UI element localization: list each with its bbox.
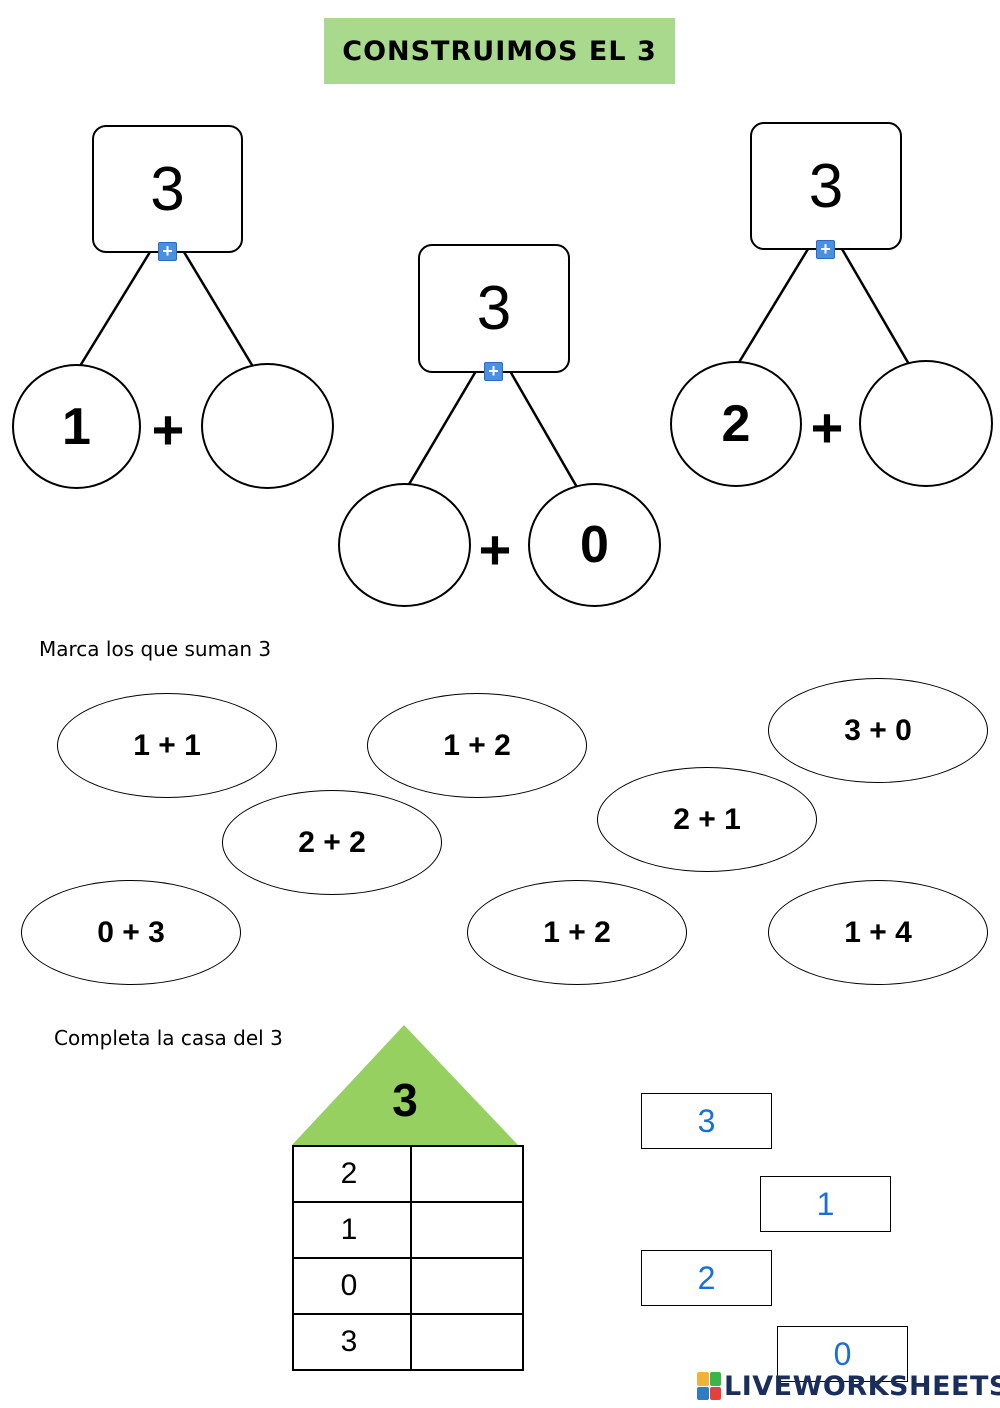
draggable-answer[interactable]: 2 [641, 1250, 772, 1306]
draggable-answer[interactable]: 0 [777, 1326, 908, 1382]
add-handle-icon[interactable]: + [158, 242, 177, 261]
sum-option[interactable]: 1 + 2 [467, 880, 687, 985]
bond-3-whole-box: 3 [750, 122, 902, 250]
liveworksheets-logo: LIVEWORKSHEETS [697, 1370, 1000, 1402]
house-given-number: 1 [292, 1201, 412, 1259]
sum-option[interactable]: 1 + 2 [367, 693, 587, 798]
bond-3-part-right-blank[interactable] [859, 360, 993, 487]
house-given-number: 3 [292, 1313, 412, 1371]
house-blank-cell[interactable] [410, 1201, 524, 1259]
house-row: 1 [292, 1201, 524, 1259]
bond-1-part-right-blank[interactable] [201, 363, 334, 489]
instruction-complete-house: Completa la casa del 3 [54, 1026, 283, 1050]
bond-1-whole-box: 3 [92, 125, 243, 253]
bond-connector-lines [78, 248, 912, 490]
sum-option[interactable]: 3 + 0 [768, 678, 988, 783]
add-handle-icon[interactable]: + [816, 240, 835, 259]
page-title: CONSTRUIMOS EL 3 [324, 18, 675, 84]
house-table: 2 1 0 3 [292, 1145, 524, 1371]
draggable-answer[interactable]: 3 [641, 1093, 772, 1149]
plus-sign: + [151, 398, 185, 461]
bond-2-whole-box: 3 [418, 244, 570, 373]
bond-2-part-right: 0 [528, 483, 661, 607]
logo-text: LIVEWORKSHEETS [724, 1370, 1000, 1402]
sum-option[interactable]: 1 + 4 [768, 880, 988, 985]
house-blank-cell[interactable] [410, 1313, 524, 1371]
house-roof-number: 3 [392, 1074, 418, 1126]
house-given-number: 2 [292, 1145, 412, 1203]
bond-2-part-left-blank[interactable] [338, 483, 471, 607]
add-handle-icon[interactable]: + [484, 362, 503, 381]
bond-3-part-left: 2 [670, 361, 802, 487]
sum-option[interactable]: 1 + 1 [57, 693, 277, 798]
house-blank-cell[interactable] [410, 1145, 524, 1203]
house-row: 2 [292, 1145, 524, 1203]
bond-1-part-left: 1 [12, 364, 141, 489]
plus-sign: + [478, 518, 512, 581]
house-row: 3 [292, 1313, 524, 1371]
house-roof [292, 1025, 518, 1145]
draggable-answer[interactable]: 1 [760, 1176, 891, 1232]
sum-option[interactable]: 2 + 2 [222, 790, 442, 895]
house-row: 0 [292, 1257, 524, 1315]
liveworksheets-logo-icon [697, 1372, 721, 1400]
sum-option[interactable]: 0 + 3 [21, 880, 241, 985]
plus-sign: + [810, 396, 844, 459]
house-given-number: 0 [292, 1257, 412, 1315]
sum-option[interactable]: 2 + 1 [597, 767, 817, 872]
house-blank-cell[interactable] [410, 1257, 524, 1315]
instruction-mark-sums: Marca los que suman 3 [39, 637, 272, 661]
